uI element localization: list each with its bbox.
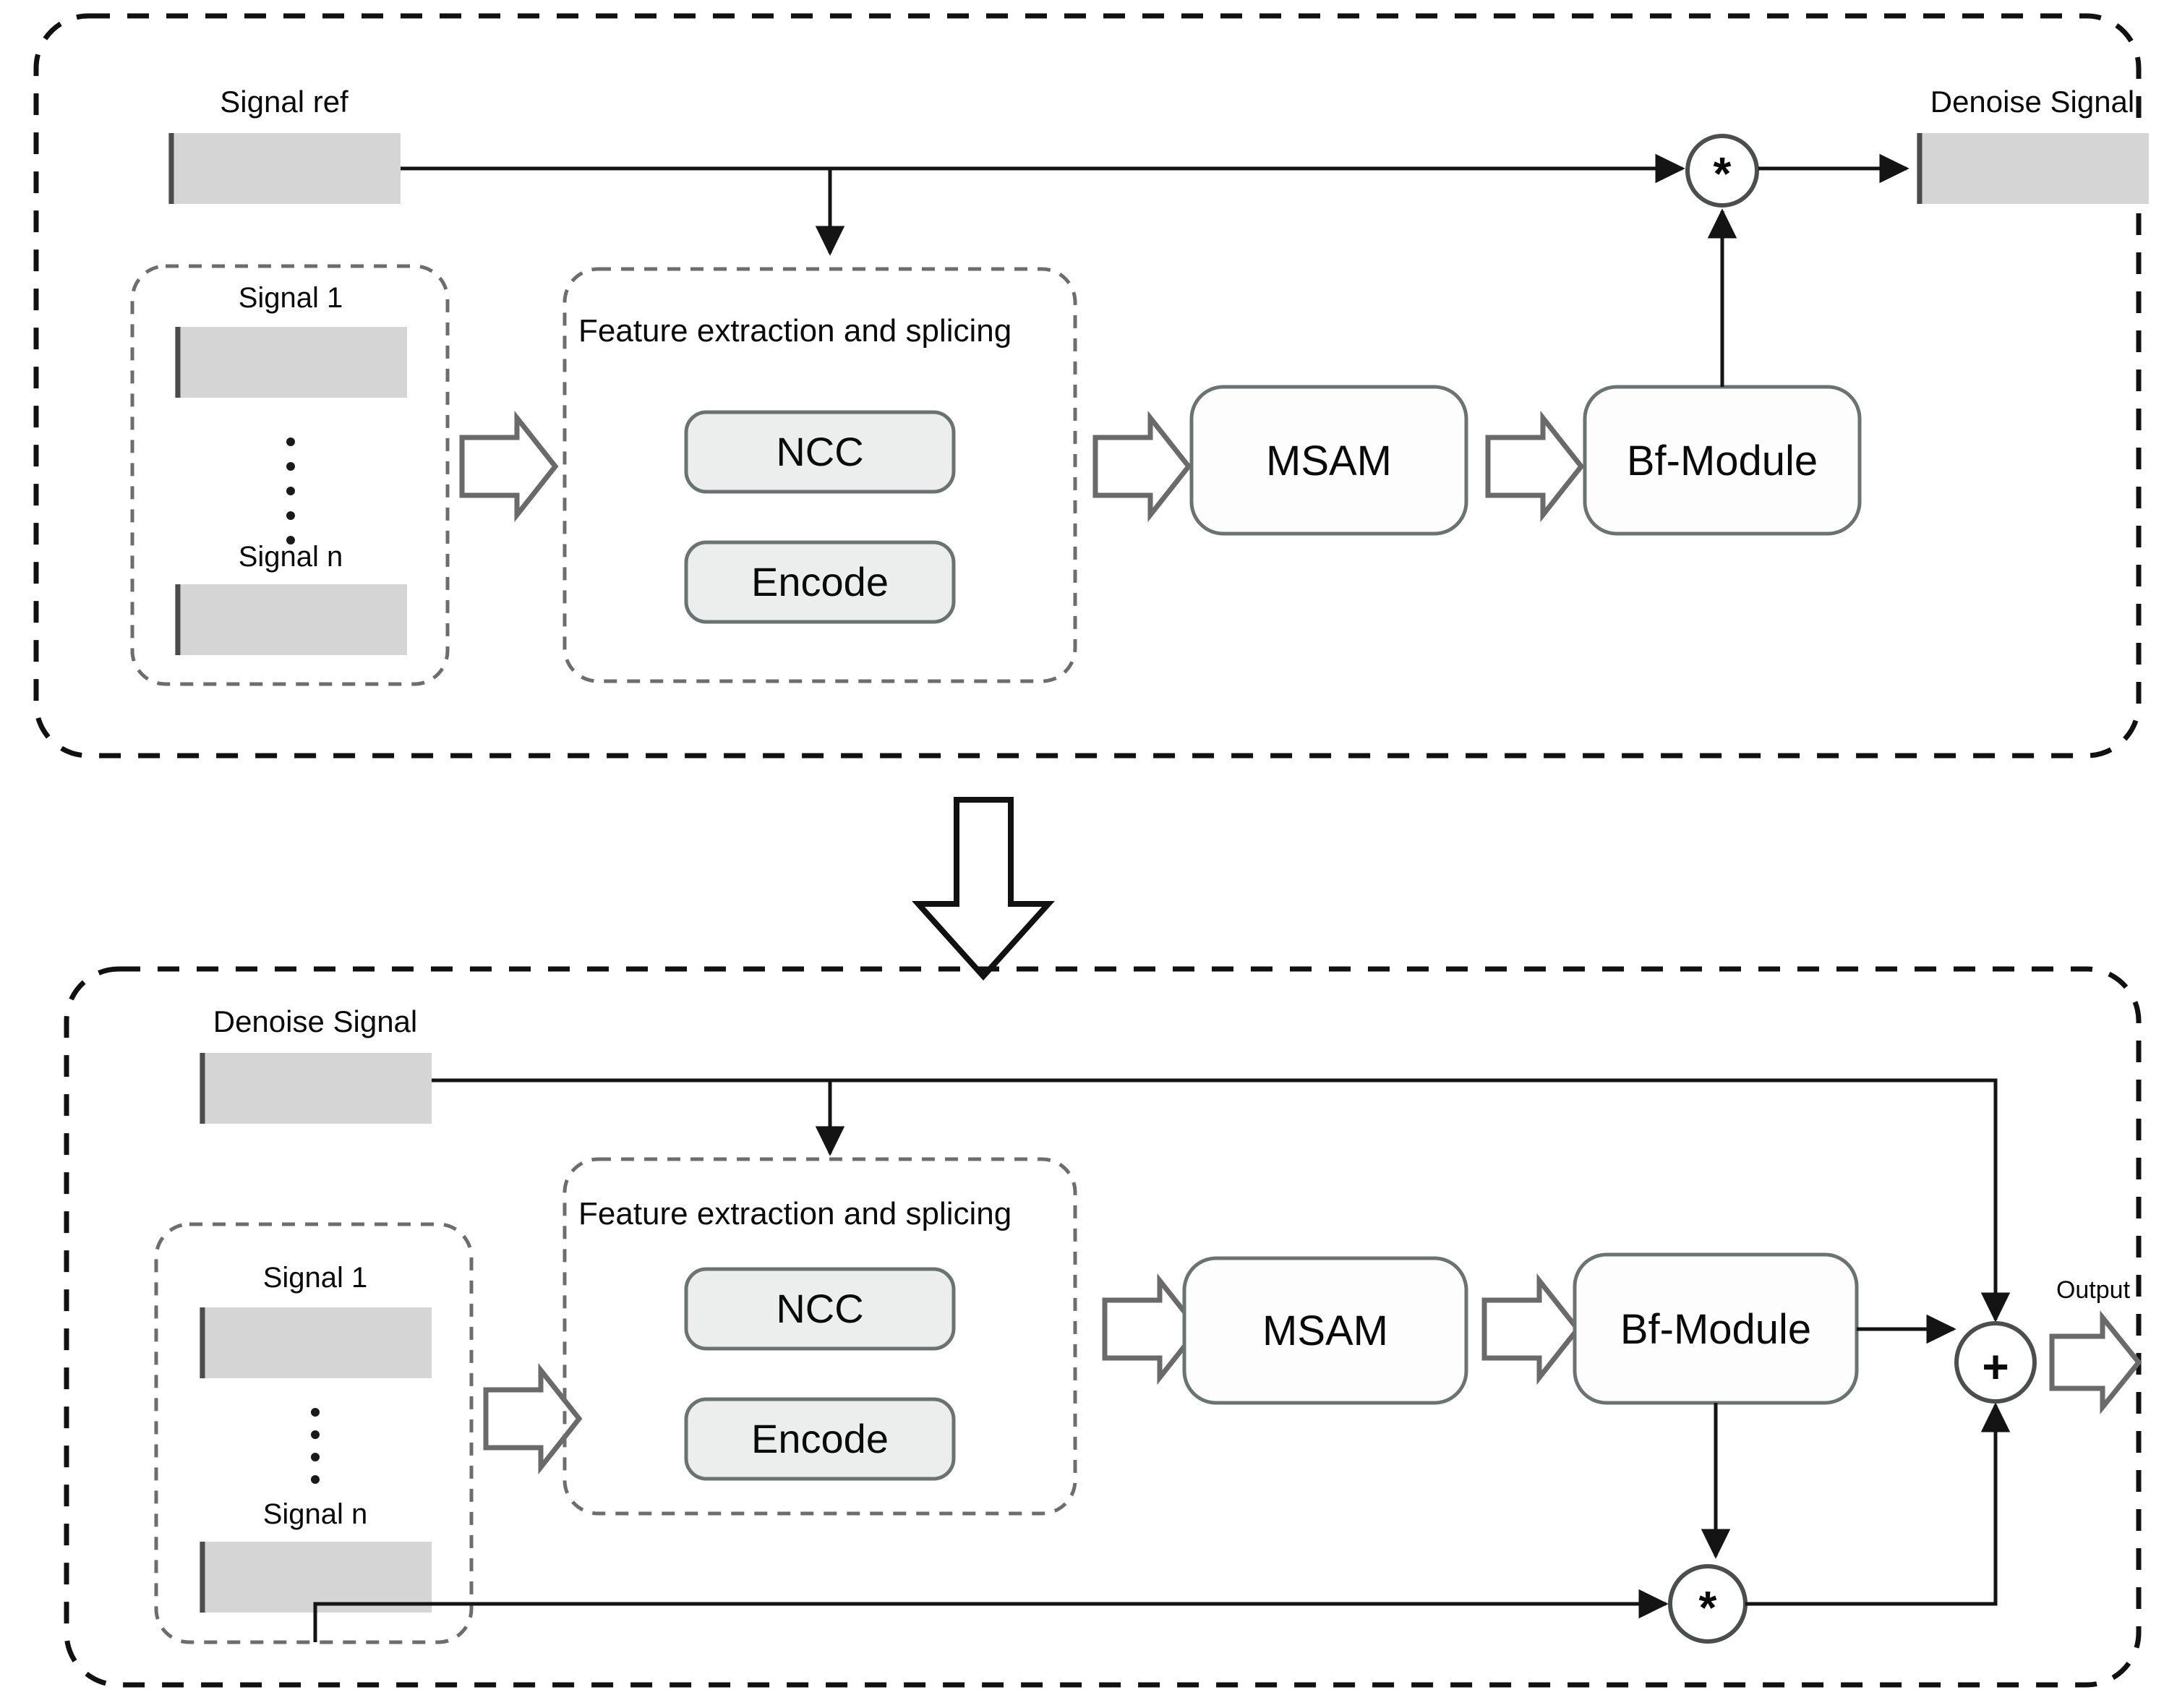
stage-one-chevron-msam-to-bf: [1485, 410, 1585, 523]
stage-one-signal-ellipsis: [286, 437, 295, 545]
stage-two-chevron-group-to-feature: [483, 1362, 583, 1475]
stage-two-chevron-msam-to-bf: [1481, 1273, 1581, 1385]
stage-one-container: [33, 13, 2142, 759]
stage-one-denoise-signal-label: Denoise Signal: [1930, 85, 2135, 119]
stage-transition-down-arrow: [912, 797, 1055, 981]
stage-one-signal-n-label: Signal n: [239, 541, 343, 573]
stage-one-feature-block-title: Feature extraction and splicing: [578, 313, 1011, 349]
stage-two-signal-ellipsis: [311, 1408, 320, 1484]
stage-two-encode-label: Encode: [751, 1416, 889, 1461]
stage-two-denoise-signal-label: Denoise Signal: [213, 1004, 418, 1038]
stage-two-signal-n-waveform-panel: [200, 1542, 432, 1613]
stage-two-signal-1-waveform-panel: [200, 1307, 432, 1378]
stage-one-multiply-operator[interactable]: *: [1685, 134, 1759, 208]
stage-two-ncc-box[interactable]: [684, 1267, 956, 1351]
stage-one-ncc-box[interactable]: [684, 410, 956, 494]
flow-multiply-to-add-stage-two: [1745, 1402, 2011, 1606]
stage-one-signal-group: [130, 264, 450, 686]
stage-one-multiply-symbol: *: [1714, 148, 1732, 200]
stage-one-signal-1-label: Signal 1: [239, 282, 343, 314]
stage-two-signal-group: [154, 1222, 474, 1644]
stage-two-chevron-feature-to-msam: [1102, 1273, 1202, 1385]
stage-two-multiply-operator[interactable]: *: [1668, 1564, 1748, 1644]
stage-one-signal-1-waveform-panel: [175, 327, 407, 398]
stage-two-signal-1-label: Signal 1: [263, 1262, 368, 1294]
stage-two-msam-label: MSAM: [1262, 1307, 1388, 1354]
stage-two-output-label: Output: [2056, 1276, 2131, 1304]
stage-one-chevron-group-to-feature: [459, 410, 559, 523]
stage-two-encode-box[interactable]: [684, 1397, 956, 1481]
stage-one-msam-box[interactable]: [1189, 385, 1468, 536]
signal-ref-waveform-panel: [168, 133, 401, 204]
stage-two-denoise-waveform-panel: [200, 1053, 432, 1124]
stage-two-signal-n-label: Signal n: [263, 1498, 368, 1530]
stage-two-multiply-symbol: *: [1699, 1581, 1717, 1634]
stage-one-chevron-feature-to-msam: [1092, 410, 1192, 523]
stage-two-msam-box[interactable]: [1182, 1256, 1468, 1405]
stage-two-bf-module-label: Bf-Module: [1620, 1306, 1811, 1353]
stage-one-signal-n-waveform-panel: [175, 584, 407, 655]
stage-two-container: [64, 966, 2142, 1688]
stage-two-add-operator[interactable]: +: [1954, 1321, 2037, 1404]
stage-two-output-chevron: [2049, 1310, 2142, 1414]
stage-two-feature-block-title: Feature extraction and splicing: [578, 1196, 1011, 1231]
stage-one-encode-box[interactable]: [684, 540, 956, 624]
signal-ref-label: Signal ref: [220, 85, 348, 119]
stage-one-feature-block: [563, 267, 1077, 683]
flow-denoise-to-add-stage-two: [432, 1078, 2011, 1323]
stage-one-ncc-label: NCC: [776, 429, 863, 474]
stage-one-denoise-waveform-panel: [1917, 133, 2149, 204]
stage-two-ncc-label: NCC: [776, 1286, 863, 1331]
stage-one-msam-label: MSAM: [1266, 437, 1392, 484]
stage-one-encode-label: Encode: [751, 559, 889, 605]
flow-signals-to-multiply-stage-two: [313, 1589, 1669, 1642]
stage-one-bf-module-label: Bf-Module: [1627, 437, 1818, 484]
stage-two-add-symbol: +: [1982, 1341, 2009, 1393]
